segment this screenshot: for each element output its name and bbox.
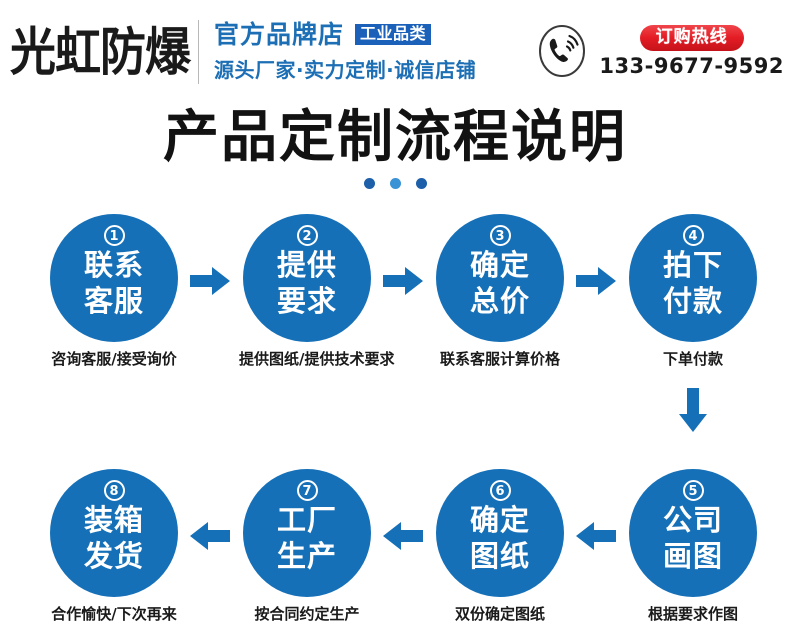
flow-step-3: 3 确定 总价 联系客服计算价格 — [432, 214, 568, 368]
flow-step-5-circle: 5 公司 画图 — [629, 469, 757, 597]
flow-step-1: 1 联系 客服 咨询客服/接受询价 — [46, 214, 182, 368]
page-title: 产品定制流程说明 — [163, 105, 627, 170]
hotline-label: 订购热线 — [639, 25, 744, 51]
flow-step-1-number: 1 — [103, 225, 125, 246]
page-header: 光虹防爆 官方品牌店 工业品类 源头厂家·实力定制·诚信店铺 订购热线 133-… — [0, 0, 790, 104]
flow-step-8-circle: 8 装箱 发货 — [50, 469, 178, 597]
arrow-left-icon-2 — [381, 521, 425, 551]
brand-title-row: 官方品牌店 工业品类 — [214, 18, 476, 51]
title-section: 产品定制流程说明 — [0, 105, 790, 190]
title-dot-1 — [363, 178, 375, 190]
flow-step-7-label-line1: 工厂 — [276, 503, 337, 537]
flow-step-4-caption: 下单付款 — [662, 350, 723, 368]
flow-step-1-label-line1: 联系 — [83, 248, 144, 282]
flow-step-3-label-line1: 确定 — [469, 248, 530, 282]
flow-step-6: 6 确定 图纸 双份确定图纸 — [432, 469, 568, 623]
title-dots — [0, 178, 790, 190]
header-divider — [198, 20, 199, 84]
flow-step-7-circle: 7 工厂 生产 — [243, 469, 371, 597]
flow-step-6-label-line1: 确定 — [469, 503, 530, 537]
flow-step-4-label-line2: 付款 — [662, 284, 723, 319]
flow-step-6-label-line2: 图纸 — [469, 539, 530, 574]
flow-step-6-circle: 6 确定 图纸 — [436, 469, 564, 597]
brand-info-block: 官方品牌店 工业品类 源头厂家·实力定制·诚信店铺 — [214, 18, 476, 80]
flow-step-8: 8 装箱 发货 合作愉快/下次再来 — [46, 469, 182, 623]
flow-step-2-label-line2: 要求 — [276, 284, 337, 319]
flow-step-8-caption: 合作愉快/下次再来 — [51, 605, 177, 623]
flow-step-5-label-line2: 画图 — [662, 539, 723, 574]
brand-logo-text: 光虹防爆 — [10, 21, 191, 83]
flow-step-8-label-line2: 发货 — [83, 539, 144, 574]
flow-step-5-number: 5 — [682, 480, 704, 501]
phone-ring-icon — [535, 22, 589, 80]
flow-step-7: 7 工厂 生产 按合同约定生产 — [239, 469, 375, 623]
hotline-info: 订购热线 133-9677-9592 — [599, 25, 784, 77]
flow-step-5-label-line1: 公司 — [662, 503, 723, 537]
flow-step-1-caption: 咨询客服/接受询价 — [51, 350, 177, 368]
flow-step-3-label-line2: 总价 — [469, 284, 530, 319]
process-flow: 1 联系 客服 咨询客服/接受询价 2 提供 要求 提供图纸/提供技术要求 — [0, 214, 790, 629]
brand-logo: 光虹防爆 — [10, 18, 195, 86]
flow-step-2-circle: 2 提供 要求 — [243, 214, 371, 342]
hotline-number: 133-9677-9592 — [599, 54, 784, 78]
flow-step-8-number: 8 — [103, 480, 125, 501]
arrow-left-icon-1 — [188, 521, 232, 551]
arrow-right-icon-1 — [188, 266, 232, 296]
flow-step-7-number: 7 — [296, 480, 318, 501]
flow-step-4: 4 拍下 付款 下单付款 — [625, 214, 761, 368]
flow-row-1: 1 联系 客服 咨询客服/接受询价 2 提供 要求 提供图纸/提供技术要求 — [0, 214, 790, 432]
arrow-down-icon — [678, 386, 708, 434]
flow-step-3-caption: 联系客服计算价格 — [439, 350, 560, 368]
flow-step-2-caption: 提供图纸/提供技术要求 — [239, 350, 395, 368]
flow-row-2: 8 装箱 发货 合作愉快/下次再来 7 工厂 生产 按合同约定生产 — [0, 469, 790, 629]
flow-step-2-number: 2 — [296, 225, 318, 246]
arrow-right-icon-3 — [574, 266, 618, 296]
flow-step-3-number: 3 — [489, 225, 511, 246]
arrow-right-icon-2 — [381, 266, 425, 296]
flow-step-2-label-line1: 提供 — [276, 248, 337, 282]
flow-step-8-label-line1: 装箱 — [83, 503, 144, 537]
flow-step-4-number: 4 — [682, 225, 704, 246]
title-dot-3 — [415, 178, 427, 190]
contact-block: 订购热线 133-9677-9592 — [535, 22, 784, 80]
flow-step-7-label-line2: 生产 — [276, 539, 337, 574]
arrow-left-icon-3 — [574, 521, 618, 551]
flow-step-5: 5 公司 画图 根据要求作图 — [625, 469, 761, 623]
flow-step-1-circle: 1 联系 客服 — [50, 214, 178, 342]
flow-step-6-caption: 双份确定图纸 — [454, 605, 545, 623]
flow-step-1-label-line2: 客服 — [83, 284, 144, 319]
industry-category-badge: 工业品类 — [354, 23, 433, 46]
flow-step-6-number: 6 — [489, 480, 511, 501]
flow-step-4-label-line1: 拍下 — [662, 248, 723, 282]
flow-step-3-circle: 3 确定 总价 — [436, 214, 564, 342]
title-dot-2 — [389, 178, 401, 190]
flow-step-2: 2 提供 要求 提供图纸/提供技术要求 — [239, 214, 395, 368]
flow-step-7-caption: 按合同约定生产 — [254, 605, 360, 623]
brand-title: 官方品牌店 — [214, 20, 345, 49]
flow-step-5-caption: 根据要求作图 — [647, 605, 738, 623]
brand-subtitle: 源头厂家·实力定制·诚信店铺 — [214, 58, 477, 82]
flow-step-4-circle: 4 拍下 付款 — [629, 214, 757, 342]
